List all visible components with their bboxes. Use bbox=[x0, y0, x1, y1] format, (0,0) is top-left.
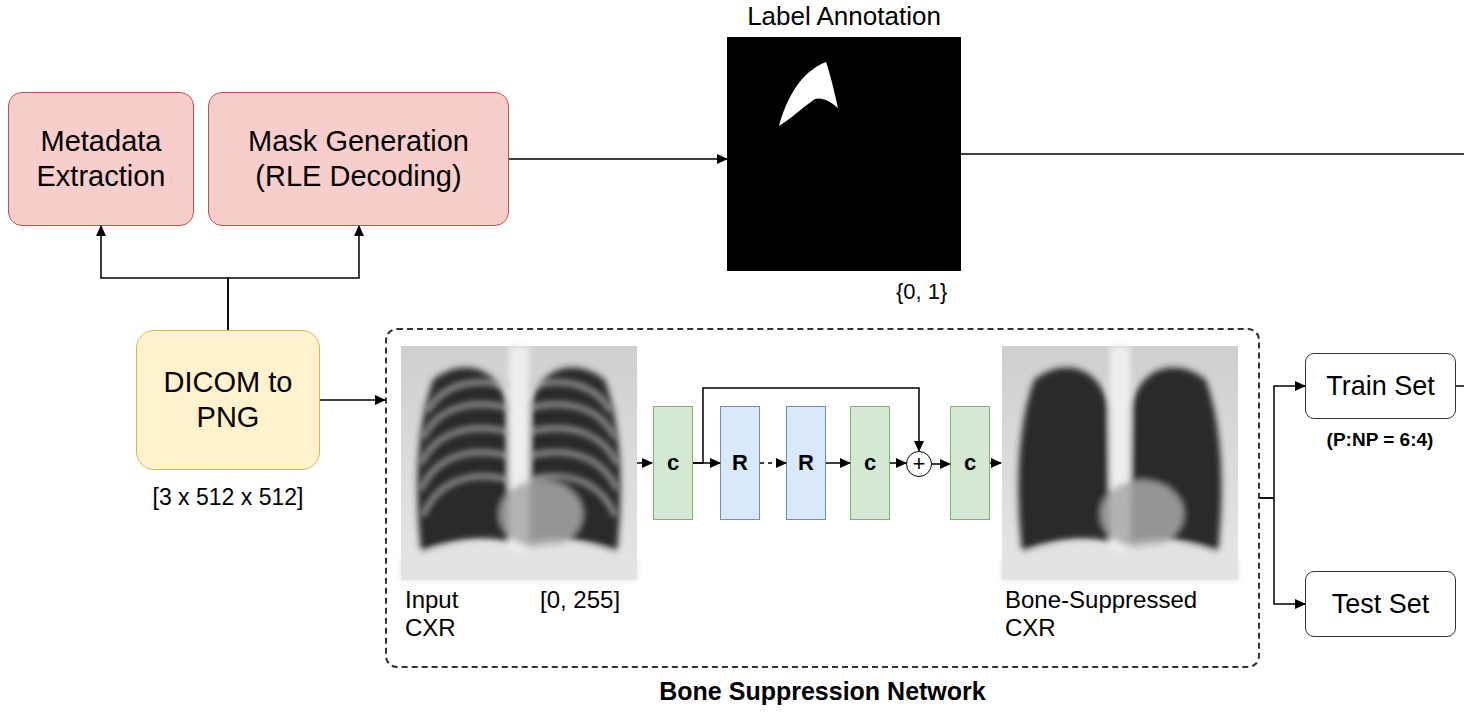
flow-arrow bbox=[693, 462, 720, 464]
mask-image: Label Annotation bbox=[727, 37, 961, 271]
conv-block: c bbox=[950, 406, 990, 520]
box-text: R bbox=[732, 450, 748, 476]
flow-arrow bbox=[1260, 498, 1305, 604]
process-box: DICOM to PNG bbox=[136, 330, 320, 470]
mask-blob bbox=[779, 62, 838, 126]
split-ratio: (P:NP = 6:4) bbox=[1300, 429, 1460, 451]
flow-arrow bbox=[320, 399, 385, 401]
value-range: [0, 255] bbox=[540, 586, 640, 614]
flow-arrow bbox=[932, 463, 950, 465]
value-range: {0, 1} bbox=[896, 279, 976, 304]
dataset-box: Train Set bbox=[1305, 353, 1456, 419]
flow-arrow bbox=[760, 462, 786, 464]
flow-arrow bbox=[826, 462, 850, 464]
image-caption: Bone-Suppressed CXR bbox=[1005, 586, 1220, 641]
flow-arrow bbox=[1260, 386, 1305, 498]
flow-arrow bbox=[228, 226, 359, 330]
network-group: Bone Suppression NetworkcRRc+c bbox=[385, 328, 1260, 668]
box-text: + bbox=[913, 451, 926, 477]
box-text: Test Set bbox=[1332, 588, 1430, 620]
group-heading: Bone Suppression Network bbox=[387, 676, 1258, 706]
image-caption: Input CXR bbox=[405, 586, 485, 641]
dimension-label: [3 x 512 x 512] bbox=[108, 484, 348, 510]
bone-suppressed-cxr-image bbox=[1002, 346, 1238, 580]
image-heading: Label Annotation bbox=[687, 1, 1001, 32]
process-box: Metadata Extraction bbox=[8, 92, 194, 226]
box-text: Train Set bbox=[1326, 370, 1435, 402]
residual-block: R bbox=[720, 406, 760, 520]
flow-arrow bbox=[890, 462, 906, 464]
box-text: R bbox=[798, 450, 814, 476]
sum-node: + bbox=[906, 451, 932, 477]
flow-arrow bbox=[509, 158, 727, 160]
input-cxr-image bbox=[401, 346, 637, 580]
conv-block: c bbox=[653, 406, 693, 520]
residual-block: R bbox=[786, 406, 826, 520]
cxr-illustration bbox=[1002, 346, 1238, 580]
box-text: c bbox=[667, 450, 679, 476]
flow-arrow bbox=[101, 226, 228, 330]
box-text: Mask Generation (RLE Decoding) bbox=[233, 124, 484, 194]
box-text: c bbox=[964, 450, 976, 476]
rib-shadows bbox=[421, 382, 617, 516]
flow-arrow bbox=[693, 388, 919, 463]
cxr-illustration bbox=[401, 346, 637, 580]
process-box: Mask Generation (RLE Decoding) bbox=[208, 92, 509, 226]
dataset-box: Test Set bbox=[1305, 571, 1456, 637]
output-line bbox=[1456, 385, 1464, 387]
output-line bbox=[961, 153, 1464, 155]
image-feed-arrow bbox=[990, 462, 1001, 464]
conv-block: c bbox=[850, 406, 890, 520]
image-feed-arrow bbox=[637, 462, 652, 464]
box-text: DICOM to PNG bbox=[157, 365, 299, 435]
box-text: c bbox=[864, 450, 876, 476]
box-text: Metadata Extraction bbox=[33, 124, 169, 194]
